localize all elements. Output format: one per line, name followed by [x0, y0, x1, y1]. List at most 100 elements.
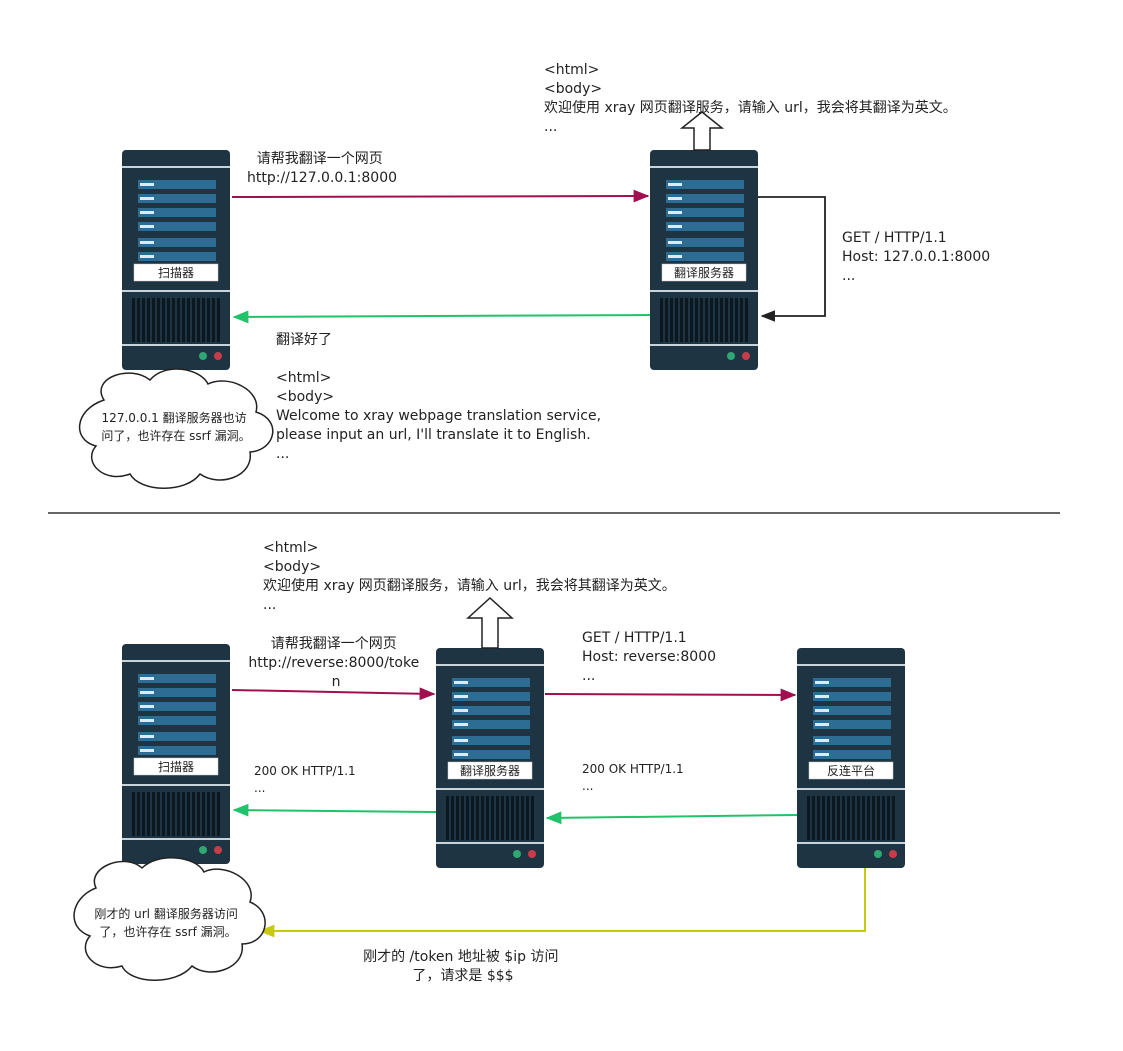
server-vent [887, 796, 890, 840]
server-vent [142, 298, 145, 342]
request-text-top-line: 请帮我翻译一个网页 [257, 151, 383, 167]
request-text-top-line: http://127.0.0.1:8000 [247, 170, 397, 186]
reply-text-bottom-right-line: 200 OK HTTP/1.1 [582, 762, 684, 776]
server-vent [852, 796, 855, 840]
server-drive-bay [813, 692, 891, 701]
server-vent [212, 298, 215, 342]
self-request-text-line: ... [842, 268, 855, 284]
server-vent [675, 298, 678, 342]
reply-text-bottom-left-line: ... [254, 781, 265, 795]
server-vent [837, 796, 840, 840]
page-text-bottom-line: <html> [263, 540, 318, 556]
server-vent [705, 298, 708, 342]
server-drive-bay [813, 678, 891, 687]
server-drive-light [140, 255, 154, 258]
server-separator [436, 664, 544, 666]
page-output-arrow-bottom [466, 596, 514, 649]
reverse-platform-server: 反连平台 [797, 648, 905, 868]
reply-text-top-line: <html> [276, 370, 331, 386]
server-drive-light [668, 225, 682, 228]
reply-text-top-line: Welcome to xray webpage translation serv… [276, 408, 601, 424]
page-text-top-line: 欢迎使用 xray 网页翻译服务，请输入 url，我会将其翻译为英文。 [544, 99, 957, 116]
server-drive-light [668, 197, 682, 200]
svg-text:<html> <body> 欢迎使用 xra: <html> <body> 欢迎使用 xray 网页翻译服务，请输入 url，我… [544, 62, 961, 135]
server-drive-light [454, 709, 468, 712]
server-drive-bay [138, 746, 216, 755]
page-text-top-line: <html> [544, 62, 599, 78]
server-drive-bay [138, 222, 216, 231]
svg-text:200 OK HTTP/1.1 ...: 200 OK HTTP/1.1 ... [254, 764, 360, 795]
forward-text-line: GET / HTTP/1.1 [582, 630, 687, 646]
server-drive-light [668, 211, 682, 214]
status-led-red [742, 352, 750, 360]
svg-text:GET / HTTP/1.1 Host: 127.0: GET / HTTP/1.1 Host: 127.0.0.1:8000 ... [842, 230, 995, 284]
server-vent [132, 792, 135, 836]
server-vent [471, 796, 474, 840]
status-led-red [528, 850, 536, 858]
server-vent [177, 792, 180, 836]
server-vent [142, 792, 145, 836]
server-vent [172, 792, 175, 836]
status-led-green [199, 846, 207, 854]
server-drive-bay [138, 194, 216, 203]
server-vent [740, 298, 743, 342]
server-drive-bay [666, 252, 744, 261]
server-vent [660, 298, 663, 342]
reply-arrow-top [232, 310, 651, 324]
reply-text-bottom-left-line: 200 OK HTTP/1.1 [254, 764, 356, 778]
server-vent [745, 298, 748, 342]
server-vent [192, 298, 195, 342]
server-drive-light [140, 735, 154, 738]
server-vent [481, 796, 484, 840]
server-drive-light [454, 753, 468, 756]
server-vent [162, 298, 165, 342]
server-drive-bay [452, 692, 530, 701]
server-vent [177, 298, 180, 342]
translation-server-top: 翻译服务器 [650, 150, 758, 370]
server-vent [680, 298, 683, 342]
server-vent [152, 298, 155, 342]
page-text-bottom-line: ... [263, 597, 276, 613]
server-separator [122, 290, 230, 292]
server-drive-bay [452, 720, 530, 729]
server-vent [207, 792, 210, 836]
server-drive-light [668, 255, 682, 258]
server-vent [877, 796, 880, 840]
server-vent [842, 796, 845, 840]
server-vent [446, 796, 449, 840]
server-drive-bay [138, 674, 216, 683]
server-drive-light [140, 749, 154, 752]
server-vent [531, 796, 534, 840]
reply-text-top-line: <body> [276, 389, 334, 405]
request-text-bottom-line: n [332, 674, 341, 690]
svg-text:GET / HTTP/1.1 Host: rever: GET / HTTP/1.1 Host: reverse:8000 ... [582, 630, 720, 684]
server-label: 翻译服务器 [460, 763, 520, 778]
server-separator [650, 290, 758, 292]
reply-arrow-bottom-right [545, 811, 798, 825]
server-vent [506, 796, 509, 840]
self-request-loop-arrow [758, 196, 826, 322]
cloud-text-bottom-line: 了，也许存在 ssrf 漏洞。 [99, 925, 236, 939]
server-drive-bay [813, 750, 891, 759]
server-drive-light [815, 709, 829, 712]
server-vent [187, 792, 190, 836]
status-led-red [214, 846, 222, 854]
server-drive-bay [666, 238, 744, 247]
server-drive-bay [138, 208, 216, 217]
server-vent [872, 796, 875, 840]
reply-text-top-line: please input an url, I'll translate it t… [276, 427, 591, 443]
svg-text:<html> <body> Welcome: <html> <body> Welcome to xray webpage tr… [276, 370, 606, 462]
server-vent [710, 298, 713, 342]
server-drive-bay [813, 720, 891, 729]
server-vent [491, 796, 494, 840]
server-vent [476, 796, 479, 840]
server-vent [217, 298, 220, 342]
server-vent [137, 792, 140, 836]
server-vent [461, 796, 464, 840]
server-drive-light [140, 183, 154, 186]
server-separator [122, 166, 230, 168]
server-drive-bay [138, 238, 216, 247]
server-drive-bay [138, 716, 216, 725]
self-request-text-line: GET / HTTP/1.1 [842, 230, 947, 246]
